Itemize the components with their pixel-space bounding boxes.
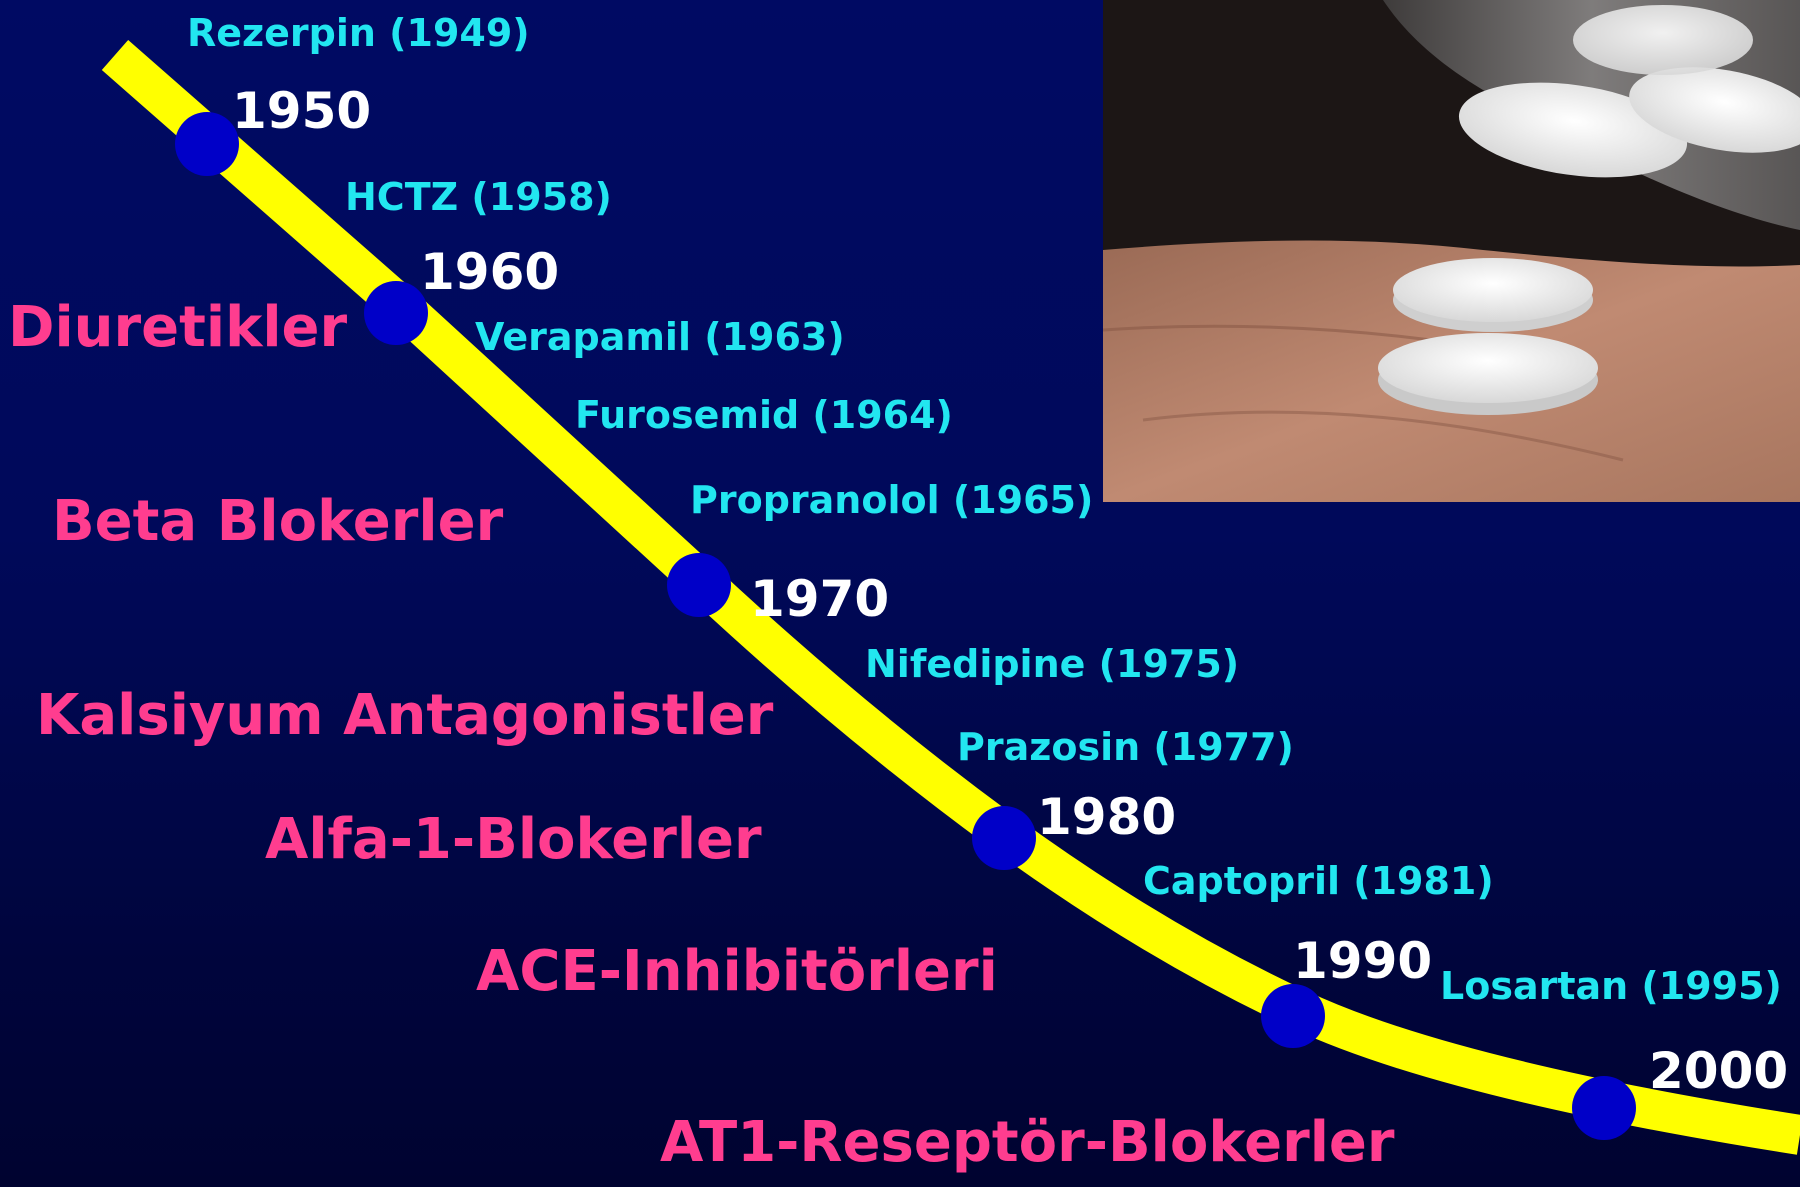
year-label-1980: 1980 bbox=[1037, 792, 1176, 842]
pills-photo-icon bbox=[1103, 0, 1800, 502]
drug-label-rezerpin: Rezerpin (1949) bbox=[187, 14, 530, 52]
drug-label-losartan: Losartan (1995) bbox=[1440, 967, 1782, 1005]
class-label-kalsiyum-antagonistler: Kalsiyum Antagonistler bbox=[36, 688, 773, 744]
drug-label-prazosin: Prazosin (1977) bbox=[957, 728, 1294, 766]
drug-label-nifedipine: Nifedipine (1975) bbox=[865, 645, 1239, 683]
drug-label-hctz: HCTZ (1958) bbox=[345, 178, 612, 216]
year-label-2000: 2000 bbox=[1649, 1046, 1788, 1096]
drug-label-verapamil: Verapamil (1963) bbox=[475, 318, 845, 356]
timeline-node-1990 bbox=[1261, 984, 1325, 1048]
drug-label-captopril: Captopril (1981) bbox=[1143, 862, 1494, 900]
year-label-1970: 1970 bbox=[750, 574, 889, 624]
class-label-at1-reseptor-blokerler: AT1-Reseptör-Blokerler bbox=[660, 1115, 1394, 1171]
timeline-node-2000 bbox=[1572, 1076, 1636, 1140]
class-label-ace-inhibitorleri: ACE-Inhibitörleri bbox=[476, 944, 998, 1000]
timeline-node-1970 bbox=[667, 553, 731, 617]
timeline-node-1980 bbox=[972, 806, 1036, 870]
year-label-1950: 1950 bbox=[232, 86, 371, 136]
timeline-node-1950 bbox=[175, 112, 239, 176]
timeline-node-1960 bbox=[364, 281, 428, 345]
class-label-diuretikler: Diuretikler bbox=[8, 300, 347, 356]
class-label-beta-blokerler: Beta Blokerler bbox=[52, 494, 503, 550]
class-label-alfa-1-blokerler: Alfa-1-Blokerler bbox=[265, 812, 762, 868]
year-label-1960: 1960 bbox=[420, 247, 559, 297]
drug-label-furosemid: Furosemid (1964) bbox=[575, 396, 953, 434]
drug-label-propranolol: Propranolol (1965) bbox=[690, 481, 1093, 519]
pills-photo bbox=[1103, 0, 1800, 502]
year-label-1990: 1990 bbox=[1293, 936, 1432, 986]
